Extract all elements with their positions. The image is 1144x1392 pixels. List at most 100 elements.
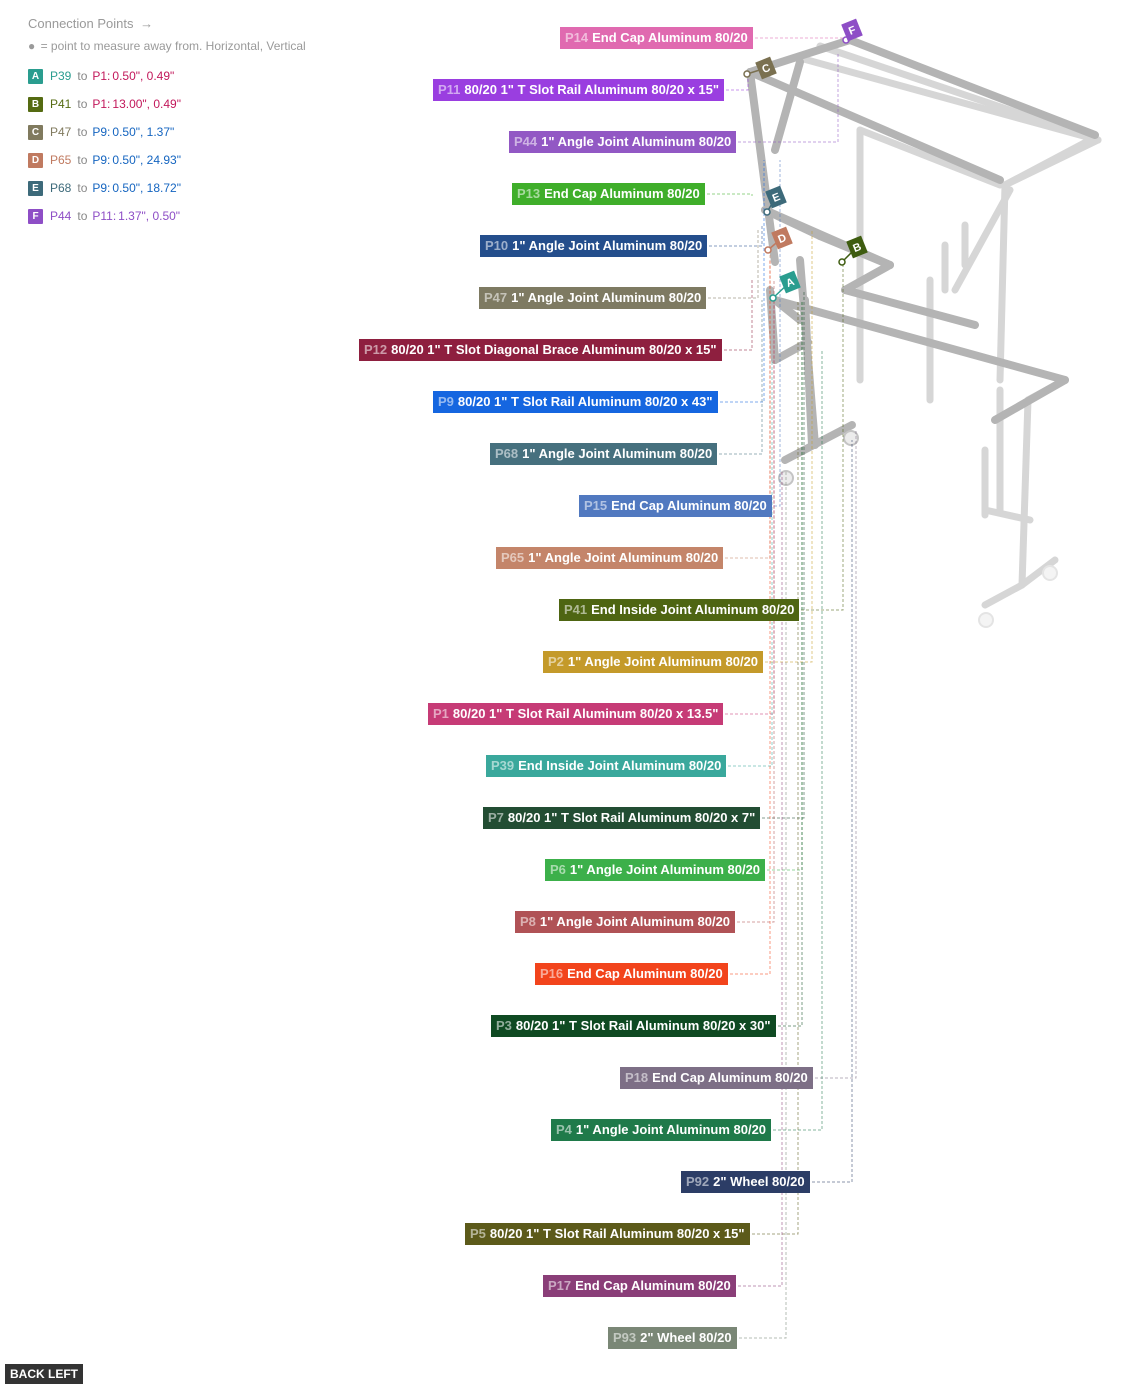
marker-label: F — [847, 24, 858, 38]
connection-marker: F — [841, 18, 863, 44]
part-name: 80/20 1" T Slot Rail Aluminum 80/20 x 7" — [507, 810, 756, 825]
leader-line — [801, 262, 844, 611]
part-id: P41 — [564, 602, 588, 617]
part-name: 80/20 1" T Slot Rail Aluminum 80/20 x 15… — [489, 1226, 745, 1241]
leader-line — [762, 290, 805, 819]
to-word: to — [77, 209, 88, 223]
part-id: P7 — [488, 810, 504, 825]
leader-line — [765, 230, 813, 663]
part-name: 80/20 1" T Slot Diagonal Brace Aluminum … — [391, 342, 717, 357]
connection-markers: A B C D E F — [743, 18, 868, 302]
connection-legend: Connection Points → ● = point to measure… — [28, 16, 348, 236]
part-id: P11 — [438, 82, 461, 97]
part-name: End Cap Aluminum 80/20 — [567, 966, 723, 981]
back-left-button[interactable]: BACK LEFT — [5, 1364, 83, 1384]
leader-line — [812, 440, 853, 1183]
to-part: P1: — [92, 97, 111, 111]
part-id: P9 — [438, 394, 454, 409]
from-part: P65 — [50, 153, 72, 167]
from-part: P44 — [50, 209, 72, 223]
marker-label: A — [784, 276, 796, 290]
marker-label: D — [776, 232, 788, 246]
part-name: 1" Angle Joint Aluminum 80/20 — [512, 238, 703, 253]
marker-label: E — [771, 191, 782, 205]
connection-marker: B — [838, 235, 868, 266]
leader-line — [755, 37, 844, 40]
part-name: End Cap Aluminum 80/20 — [575, 1278, 731, 1293]
part-id: P14 — [565, 30, 589, 45]
part-name: 2" Wheel 80/20 — [713, 1174, 805, 1189]
legend-title: Connection Points → — [28, 16, 348, 31]
connection-badge: C — [28, 124, 43, 140]
part-id: P10 — [485, 238, 509, 253]
part-name: End Inside Joint Aluminum 80/20 — [591, 602, 795, 617]
connection-marker: E — [763, 185, 787, 216]
part-id: P6 — [550, 862, 566, 877]
leader-line — [737, 280, 775, 923]
leader-line — [719, 300, 763, 455]
part-name: 80/20 1" T Slot Rail Aluminum 80/20 x 43… — [457, 394, 713, 409]
leader-lines — [707, 37, 857, 1339]
leader-line — [709, 226, 763, 247]
to-part: P9: — [92, 153, 111, 167]
to-part: P9: — [92, 181, 111, 195]
part-id: P68 — [495, 446, 519, 461]
from-part: P41 — [50, 97, 72, 111]
part-name: End Cap Aluminum 80/20 — [652, 1070, 808, 1085]
part-id: P39 — [491, 758, 515, 773]
leader-line — [778, 300, 803, 1027]
marker-label: C — [760, 62, 772, 76]
leader-line — [708, 230, 759, 299]
part-id: P44 — [514, 134, 538, 149]
leader-line — [738, 52, 839, 143]
connection-badge: A — [28, 68, 43, 84]
part-id: P65 — [501, 550, 525, 565]
part-id: P15 — [584, 498, 608, 513]
offset-values: 0.50", 1.37" — [112, 125, 175, 139]
connection-badge: D — [28, 152, 43, 168]
part-id: P17 — [548, 1278, 572, 1293]
legend-note-text: = point to measure away from. Horizontal… — [40, 39, 306, 53]
part-name: 1" Angle Joint Aluminum 80/20 — [522, 446, 713, 461]
leader-line — [720, 160, 765, 403]
connection-marker: C — [743, 56, 777, 80]
part-id: P92 — [686, 1174, 710, 1189]
to-word: to — [77, 97, 88, 111]
marker-label: B — [851, 241, 863, 255]
part-name: 80/20 1" T Slot Rail Aluminum 80/20 x 13… — [452, 706, 719, 721]
part-name: 80/20 1" T Slot Rail Aluminum 80/20 x 30… — [515, 1018, 771, 1033]
leader-line — [738, 470, 783, 1287]
legend-title-text: Connection Points — [28, 16, 134, 31]
leader-line — [752, 300, 799, 1235]
